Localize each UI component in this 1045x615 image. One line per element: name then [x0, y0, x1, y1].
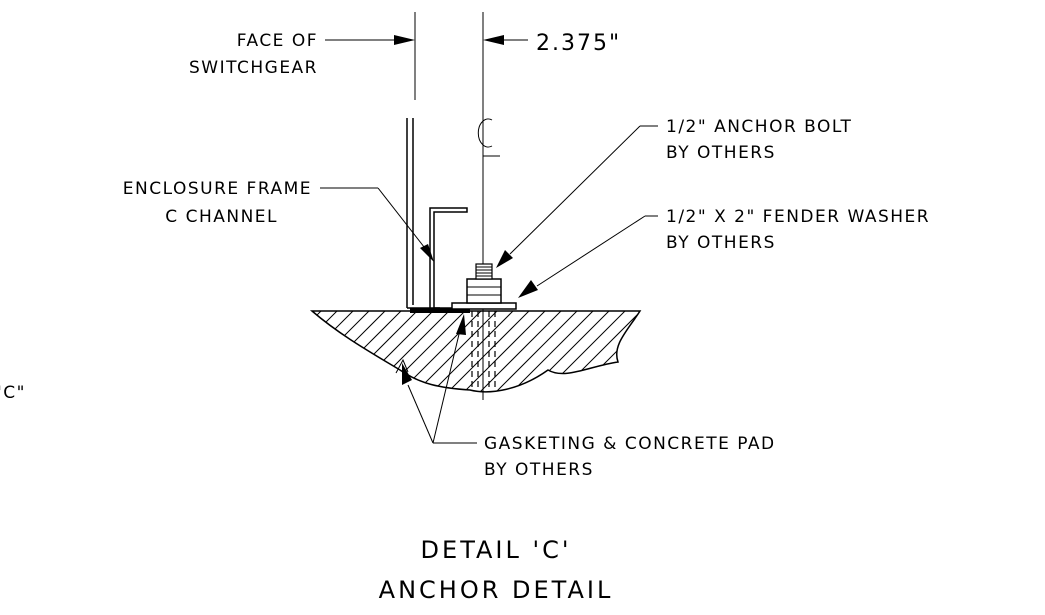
washer-leader	[518, 215, 658, 298]
washer-label-line1: 1/2" X 2" FENDER WASHER	[666, 207, 930, 227]
anchor-bolt-label-line1: 1/2" ANCHOR BOLT	[666, 117, 852, 137]
hatch-line	[323, 311, 445, 392]
gasket	[410, 308, 470, 313]
face-label-line2: SWITCHGEAR	[189, 58, 318, 78]
gasket-label-line1: GASKETING & CONCRETE PAD	[484, 434, 776, 454]
fender-washer	[451, 302, 517, 310]
hatch-line	[312, 311, 429, 392]
hatch-line	[403, 311, 525, 392]
hatch-line	[312, 311, 397, 392]
concrete-hatch	[180, 300, 812, 420]
hatch-line	[595, 311, 640, 392]
cut-off-text: 'C"	[0, 383, 26, 403]
gasket-leader	[395, 314, 477, 444]
dimension-arrows	[325, 35, 528, 45]
hatch-line	[563, 311, 640, 392]
anchor-bolt-label-line2: BY OTHERS	[666, 143, 776, 163]
detail-subtitle: ANCHOR DETAIL	[379, 576, 614, 604]
gasket-label-line2: BY OTHERS	[484, 460, 594, 480]
hatch-line	[531, 311, 640, 392]
c-channel-frame	[429, 207, 468, 313]
hatch-line	[676, 300, 796, 420]
enclosure-label-line2: C CHANNEL	[165, 207, 278, 227]
hatch-line	[339, 311, 461, 392]
hatch-line	[467, 311, 589, 392]
hatch-line	[371, 311, 493, 392]
concrete-pad	[180, 300, 812, 420]
hatch-line	[312, 311, 365, 392]
hatch-line	[692, 300, 812, 420]
hatch-line	[355, 311, 477, 392]
hatch-line	[312, 311, 413, 392]
anchor-nut	[466, 278, 502, 304]
washer-label-line2: BY OTHERS	[666, 233, 776, 253]
hatch-line	[499, 311, 621, 392]
hatch-line	[627, 311, 640, 392]
hatch-line	[312, 311, 317, 392]
hatch-line	[312, 311, 333, 392]
hatch-line	[515, 311, 637, 392]
switchgear-wall	[406, 118, 440, 309]
hatch-line	[435, 311, 557, 392]
anchor-bolt-threads	[475, 263, 493, 280]
enclosure-label-line1: ENCLOSURE FRAME	[123, 179, 312, 199]
dimension-label: 2.375"	[536, 31, 621, 56]
hatch-line	[644, 300, 764, 420]
anchor-bolt-leader	[496, 125, 658, 268]
hatch-line	[483, 311, 605, 392]
hatch-line	[579, 311, 640, 392]
hatch-line	[547, 311, 640, 392]
detail-title: DETAIL 'C'	[421, 536, 572, 564]
hatch-line	[387, 311, 509, 392]
hatch-line	[611, 311, 640, 392]
enclosure-leader	[320, 187, 434, 262]
hatch-line	[180, 300, 300, 420]
centerline-symbol	[477, 112, 500, 157]
hatch-line	[451, 311, 573, 392]
hatch-line	[419, 311, 541, 392]
hatch-line	[312, 311, 349, 392]
embedded-bolt	[471, 311, 496, 390]
face-label-line1: FACE OF	[237, 31, 318, 51]
hatch-line	[660, 300, 780, 420]
